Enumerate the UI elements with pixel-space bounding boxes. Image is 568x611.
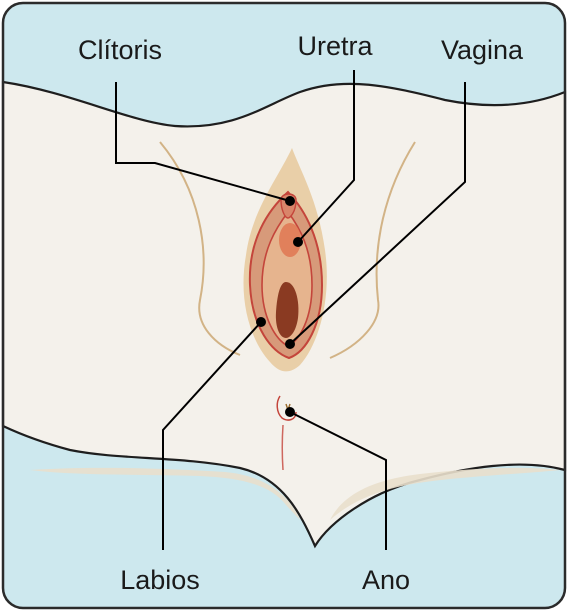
gluteal-cleft bbox=[282, 425, 283, 470]
dot-clitoris bbox=[285, 196, 295, 206]
label-labios: Labios bbox=[120, 565, 200, 595]
dot-vagina bbox=[285, 339, 295, 349]
label-ano: Ano bbox=[362, 565, 410, 595]
label-uretra: Uretra bbox=[297, 31, 373, 61]
dot-labios bbox=[256, 317, 266, 327]
dot-uretra bbox=[293, 237, 303, 247]
dot-ano bbox=[285, 407, 295, 417]
label-vagina: Vagina bbox=[441, 35, 524, 65]
label-clitoris: Clítoris bbox=[78, 35, 162, 65]
